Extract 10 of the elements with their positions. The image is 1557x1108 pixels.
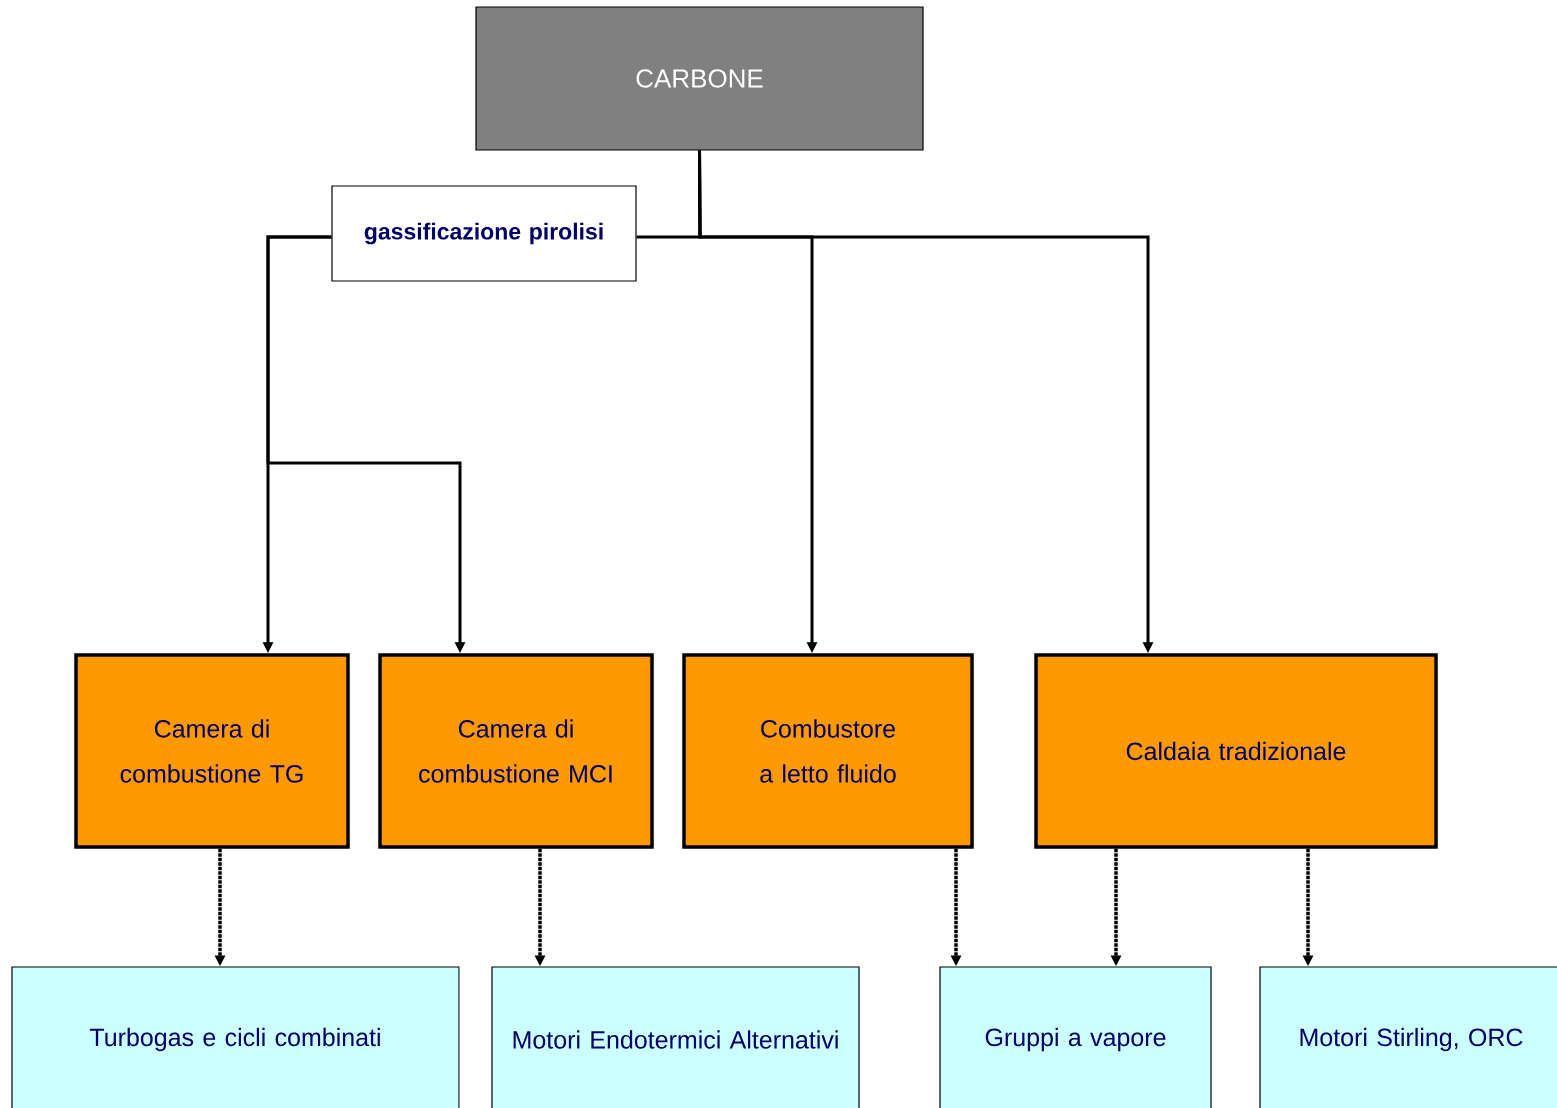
combustor-box: Camera di combustione TG — [74, 653, 350, 849]
combustor-box: Camera di combustione MCI — [378, 653, 654, 849]
source-box: CARBONE — [475, 6, 924, 151]
machine-box: Motori Stirling, ORC — [1259, 966, 1557, 1108]
machine-box: Turbogas e cicli combinati — [11, 966, 460, 1108]
machine-box: Motori Endotermici Alternativi — [491, 966, 860, 1108]
combustor-box: Caldaia tradizionale — [1034, 653, 1438, 849]
process-box: gassificazione pirolisi — [331, 185, 637, 282]
machine-box: Gruppi a vapore — [939, 966, 1212, 1108]
combustor-box: Combustore a letto fluido — [682, 653, 974, 849]
